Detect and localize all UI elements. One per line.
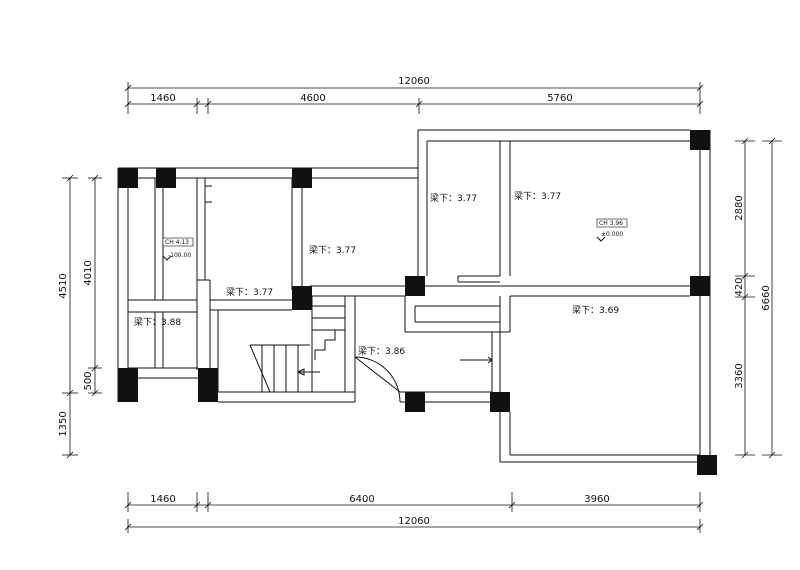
column xyxy=(118,368,138,402)
ceiling-height-tag: CH 4.13 xyxy=(165,239,189,246)
beam-label: 梁下：3.88 xyxy=(134,316,181,328)
beam-label: 梁下：3.86 xyxy=(358,345,405,357)
top-segment-2: 4600 xyxy=(300,93,325,104)
beam-label: 梁下：3.69 xyxy=(572,304,619,316)
floor-level-tag: -100.00 xyxy=(168,252,191,259)
column xyxy=(405,276,425,296)
level-tag-right: CH 3.96 ±0.000 xyxy=(596,218,628,242)
beam-label: 梁下：3.77 xyxy=(514,190,561,202)
top-dimension-chain: 12060 1460 4600 5760 xyxy=(124,76,704,114)
column xyxy=(292,286,312,310)
column xyxy=(198,368,218,402)
column xyxy=(690,276,710,296)
column xyxy=(118,168,138,188)
left-inner-dimension-2: 500 xyxy=(83,371,94,390)
column xyxy=(697,455,717,475)
left-outer-dimension-2: 1350 xyxy=(58,411,69,436)
beam-label: 梁下：3.77 xyxy=(430,192,477,204)
column xyxy=(490,392,510,412)
structural-columns xyxy=(118,130,717,475)
column xyxy=(292,168,312,188)
ceiling-height-tag: CH 3.96 xyxy=(599,220,623,227)
column xyxy=(405,392,425,412)
level-tag-left: CH 4.13 -100.00 xyxy=(162,237,194,261)
bottom-dimension-chain: 1460 6400 3960 12060 xyxy=(124,492,704,533)
column xyxy=(156,168,176,188)
right-inner-dimension-2: 420 xyxy=(734,277,745,296)
floor-level-tag: ±0.000 xyxy=(601,231,623,238)
left-inner-dimension-1: 4010 xyxy=(83,260,94,285)
right-inner-dimension-1: 2880 xyxy=(734,195,745,220)
doors xyxy=(354,356,493,403)
bottom-segment-1: 1460 xyxy=(150,494,175,505)
column xyxy=(690,130,710,150)
bottom-segment-2: 6400 xyxy=(349,494,374,505)
top-total-dimension: 12060 xyxy=(398,76,430,87)
left-outer-dimension-1: 4510 xyxy=(58,273,69,298)
left-dimension-chains: 4510 1350 4010 500 xyxy=(58,174,102,459)
bottom-segment-3: 3960 xyxy=(584,494,609,505)
right-inner-dimension-3: 3360 xyxy=(734,363,745,388)
right-dimension-chains: 2880 420 3360 6660 xyxy=(734,137,782,459)
beam-label: 梁下：3.77 xyxy=(226,286,273,298)
right-outer-dimension: 6660 xyxy=(761,285,772,310)
beam-label: 梁下：3.77 xyxy=(309,244,356,256)
staircase xyxy=(249,295,346,393)
beam-labels: 梁下：3.77 梁下：3.77 梁下：3.77 梁下：3.77 梁下：3.88 … xyxy=(134,190,619,357)
top-segment-1: 1460 xyxy=(150,93,175,104)
top-segment-3: 5760 xyxy=(547,93,572,104)
bottom-total-dimension: 12060 xyxy=(398,516,430,527)
